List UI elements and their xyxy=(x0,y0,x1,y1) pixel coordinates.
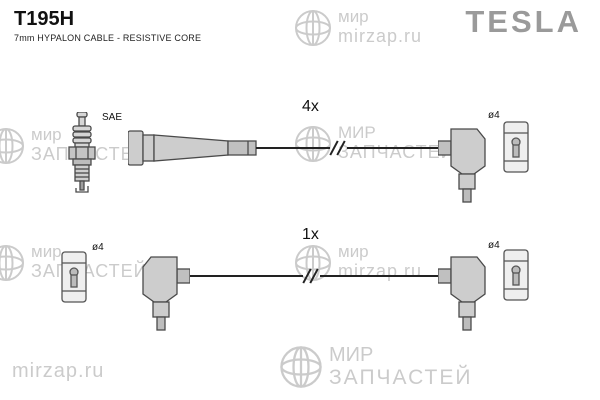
watermark-text: мир ЗАПЧАСТЕЙ xyxy=(31,242,148,281)
watermark-text: МИР ЗАПЧАСТЕЙ xyxy=(338,123,455,162)
straight-boot-drawing xyxy=(128,130,257,166)
terminal-diameter-label: ø4 xyxy=(488,240,500,251)
row2-quantity-label: 1x xyxy=(302,226,319,243)
globe-icon xyxy=(0,128,24,164)
cable-wire xyxy=(190,275,303,277)
watermark-line1: МИР xyxy=(338,123,376,142)
terminal-diameter-label: ø4 xyxy=(488,110,500,121)
globe-icon xyxy=(295,10,331,46)
terminal-drawing xyxy=(503,249,529,301)
watermark-line1: МИР xyxy=(329,344,374,366)
globe-icon xyxy=(280,346,322,388)
watermark-line2: ЗАПЧАСТЕЙ xyxy=(31,260,148,281)
watermark-line1: мир xyxy=(31,242,62,261)
terminal-diameter-label: ø4 xyxy=(92,242,104,253)
watermark-line1: мир xyxy=(338,7,369,26)
watermark-line2: mirzap.ru xyxy=(338,25,423,46)
cable-wire xyxy=(320,275,440,277)
globe-icon xyxy=(295,126,331,162)
sae-label: SAE xyxy=(102,112,123,123)
watermark: МИР ЗАПЧАСТЕЙ xyxy=(293,123,455,164)
spark-plug-drawing xyxy=(68,112,96,193)
watermark-line2: ЗАПЧАСТЕЙ xyxy=(338,141,455,162)
brand-logo: TESLA xyxy=(465,4,582,39)
watermark: мир ЗАПЧАСТЕЙ xyxy=(0,242,148,283)
watermark-text: мир mirzap.ru xyxy=(338,7,423,46)
angled-boot-drawing xyxy=(438,256,486,331)
angled-boot-drawing xyxy=(438,128,486,203)
watermark-line2: mirzap.ru xyxy=(338,260,423,281)
watermark-line1: мир xyxy=(338,242,369,261)
watermark-text: МИР ЗАПЧАСТЕЙ xyxy=(329,344,473,389)
watermark: МИР ЗАПЧАСТЕЙ xyxy=(278,344,473,390)
cable-wire xyxy=(256,147,330,149)
part-number: T195H xyxy=(14,8,75,30)
terminal-drawing xyxy=(503,121,529,173)
watermark-line2: ЗАПЧАСТЕЙ xyxy=(329,366,473,389)
watermark-url-text: mirzap.ru xyxy=(12,360,105,382)
watermark: мир mirzap.ru xyxy=(293,7,423,48)
cable-wire xyxy=(347,147,440,149)
row1-quantity-label: 4x xyxy=(302,98,319,115)
globe-icon xyxy=(0,245,24,281)
watermark-line1: мир xyxy=(31,125,62,144)
terminal-drawing xyxy=(61,251,87,303)
cable-spec-subtitle: 7mm HYPALON CABLE - RESISTIVE CORE xyxy=(14,33,202,43)
angled-boot-drawing xyxy=(142,256,190,331)
